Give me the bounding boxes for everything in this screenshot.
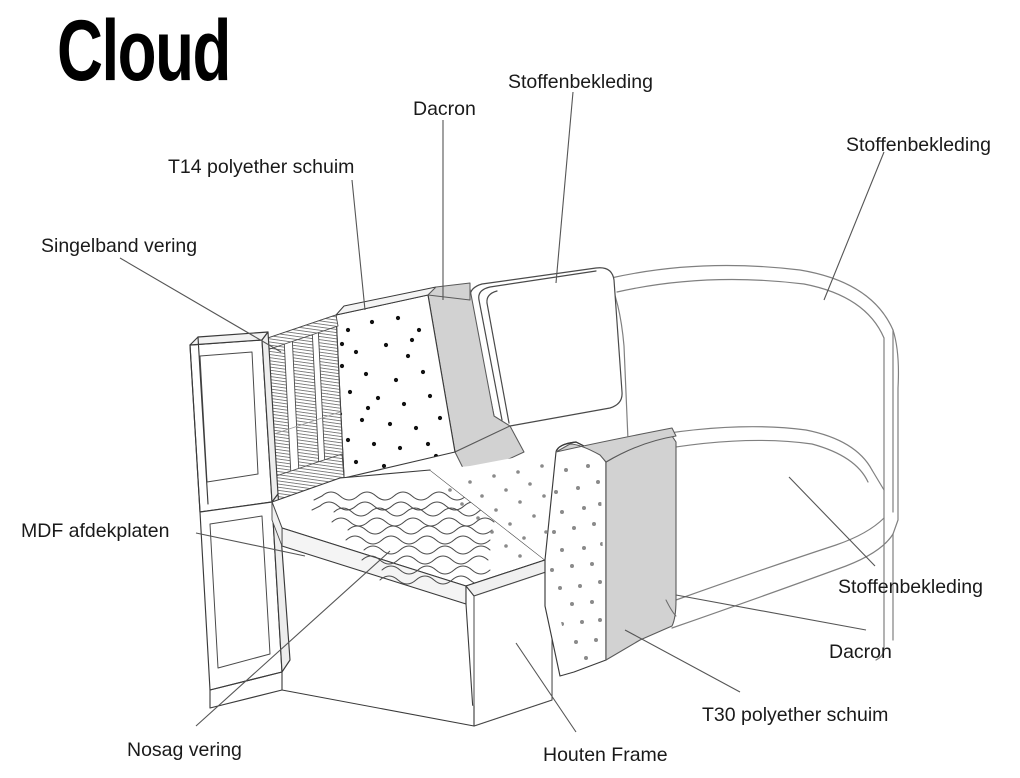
- label-stoffenbekleding-right-bottom: Stoffenbekleding: [838, 576, 983, 598]
- label-t14-polyether-schuim: T14 polyether schuim: [168, 156, 355, 178]
- leader-t14-polyether: [351, 179, 366, 311]
- leader-dacron-bottom: [675, 594, 867, 631]
- leader-stoffenbekleding-right-top: [823, 151, 885, 301]
- page-title: Cloud: [57, 3, 231, 99]
- label-mdf-afdekplaten: MDF afdekplaten: [21, 520, 170, 542]
- label-houten-frame: Houten Frame: [543, 744, 668, 766]
- label-nosag-vering: Nosag vering: [127, 739, 242, 761]
- leader-nosag-vering: [195, 550, 391, 727]
- leader-houten-frame: [515, 642, 577, 733]
- label-singelband-vering: Singelband vering: [41, 235, 198, 257]
- label-stoffenbekleding-top: Stoffenbekleding: [508, 71, 653, 93]
- leader-stoffenbekleding-top: [555, 91, 574, 284]
- label-dacron-top: Dacron: [413, 98, 476, 120]
- label-dacron-bottom: Dacron: [829, 641, 892, 663]
- label-stoffenbekleding-right-top: Stoffenbekleding: [846, 134, 991, 156]
- leader-mdf-afdekplaten: [195, 532, 306, 557]
- label-t30-polyether-schuim: T30 polyether schuim: [702, 704, 889, 726]
- leader-stoffenbekleding-right-bottom: [788, 476, 876, 567]
- leader-lines: [119, 91, 885, 733]
- leader-t30-polyether: [624, 629, 741, 693]
- leader-singelband-vering: [119, 257, 282, 353]
